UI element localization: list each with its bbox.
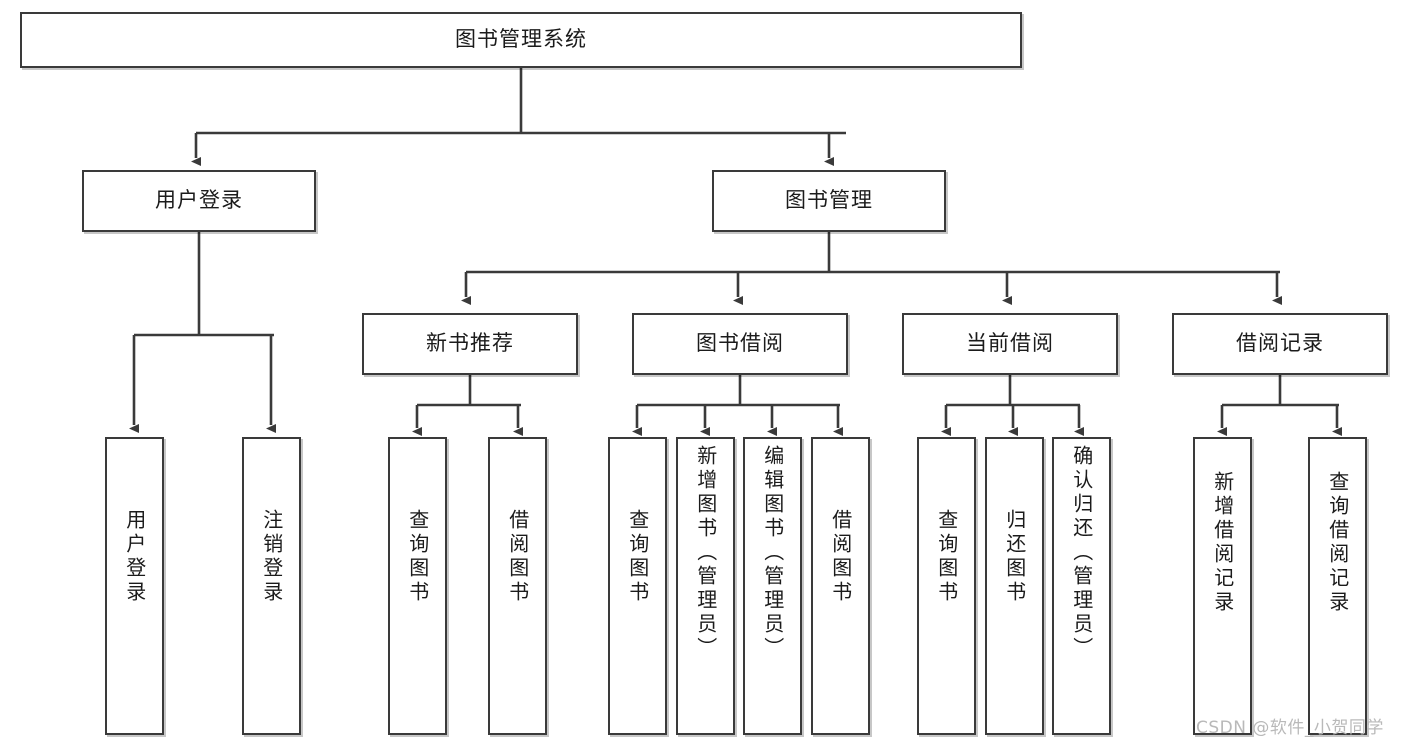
- node-borrow-record[interactable]: 借阅记录: [1172, 313, 1388, 375]
- leaf-query-book-recommend[interactable]: 查询图书: [388, 437, 447, 735]
- node-label: 归还图书: [1002, 509, 1027, 605]
- node-label: 查询图书: [625, 509, 650, 605]
- leaf-add-book[interactable]: 新增图书（管理员）: [676, 437, 735, 735]
- leaf-add-borrow-record[interactable]: 新增借阅记录: [1193, 437, 1252, 735]
- node-current-borrow[interactable]: 当前借阅: [902, 313, 1118, 375]
- leaf-confirm-return[interactable]: 确认归还（管理员）: [1052, 437, 1111, 735]
- node-label: 查询图书: [934, 509, 959, 605]
- node-label: 新书推荐: [426, 331, 514, 356]
- csdn-watermark: CSDN @软件_小贺同学: [1196, 718, 1384, 738]
- node-root-book-management-system[interactable]: 图书管理系统: [20, 12, 1022, 68]
- leaf-borrow-book-recommend[interactable]: 借阅图书: [488, 437, 547, 735]
- leaf-return-book[interactable]: 归还图书: [985, 437, 1044, 735]
- node-label: 当前借阅: [966, 331, 1054, 356]
- node-label: 查询图书: [405, 509, 430, 605]
- node-label: 确认归还（管理员）: [1069, 445, 1094, 661]
- node-label: 图书管理: [785, 188, 873, 213]
- node-label: 借阅图书: [505, 509, 530, 605]
- leaf-logout[interactable]: 注销登录: [242, 437, 301, 735]
- node-label: 图书借阅: [696, 331, 784, 356]
- node-new-book-recommend[interactable]: 新书推荐: [362, 313, 578, 375]
- leaf-query-borrow-record[interactable]: 查询借阅记录: [1308, 437, 1367, 735]
- leaf-user-login[interactable]: 用户登录: [105, 437, 164, 735]
- node-label: 查询借阅记录: [1325, 471, 1350, 615]
- node-label: 图书管理系统: [455, 27, 587, 52]
- node-label: 用户登录: [155, 188, 243, 213]
- leaf-query-book-borrow[interactable]: 查询图书: [608, 437, 667, 735]
- node-label: 注销登录: [259, 509, 284, 605]
- leaf-edit-book[interactable]: 编辑图书（管理员）: [743, 437, 802, 735]
- node-user-login[interactable]: 用户登录: [82, 170, 316, 232]
- node-label: 用户登录: [122, 509, 147, 605]
- node-book-management[interactable]: 图书管理: [712, 170, 946, 232]
- node-label: 借阅记录: [1236, 331, 1324, 356]
- node-label: 新增借阅记录: [1210, 471, 1235, 615]
- leaf-borrow-book-borrow[interactable]: 借阅图书: [811, 437, 870, 735]
- node-label: 借阅图书: [828, 509, 853, 605]
- leaf-query-book-current[interactable]: 查询图书: [917, 437, 976, 735]
- node-book-borrow[interactable]: 图书借阅: [632, 313, 848, 375]
- node-label: 编辑图书（管理员）: [760, 445, 785, 661]
- node-label: 新增图书（管理员）: [693, 445, 718, 661]
